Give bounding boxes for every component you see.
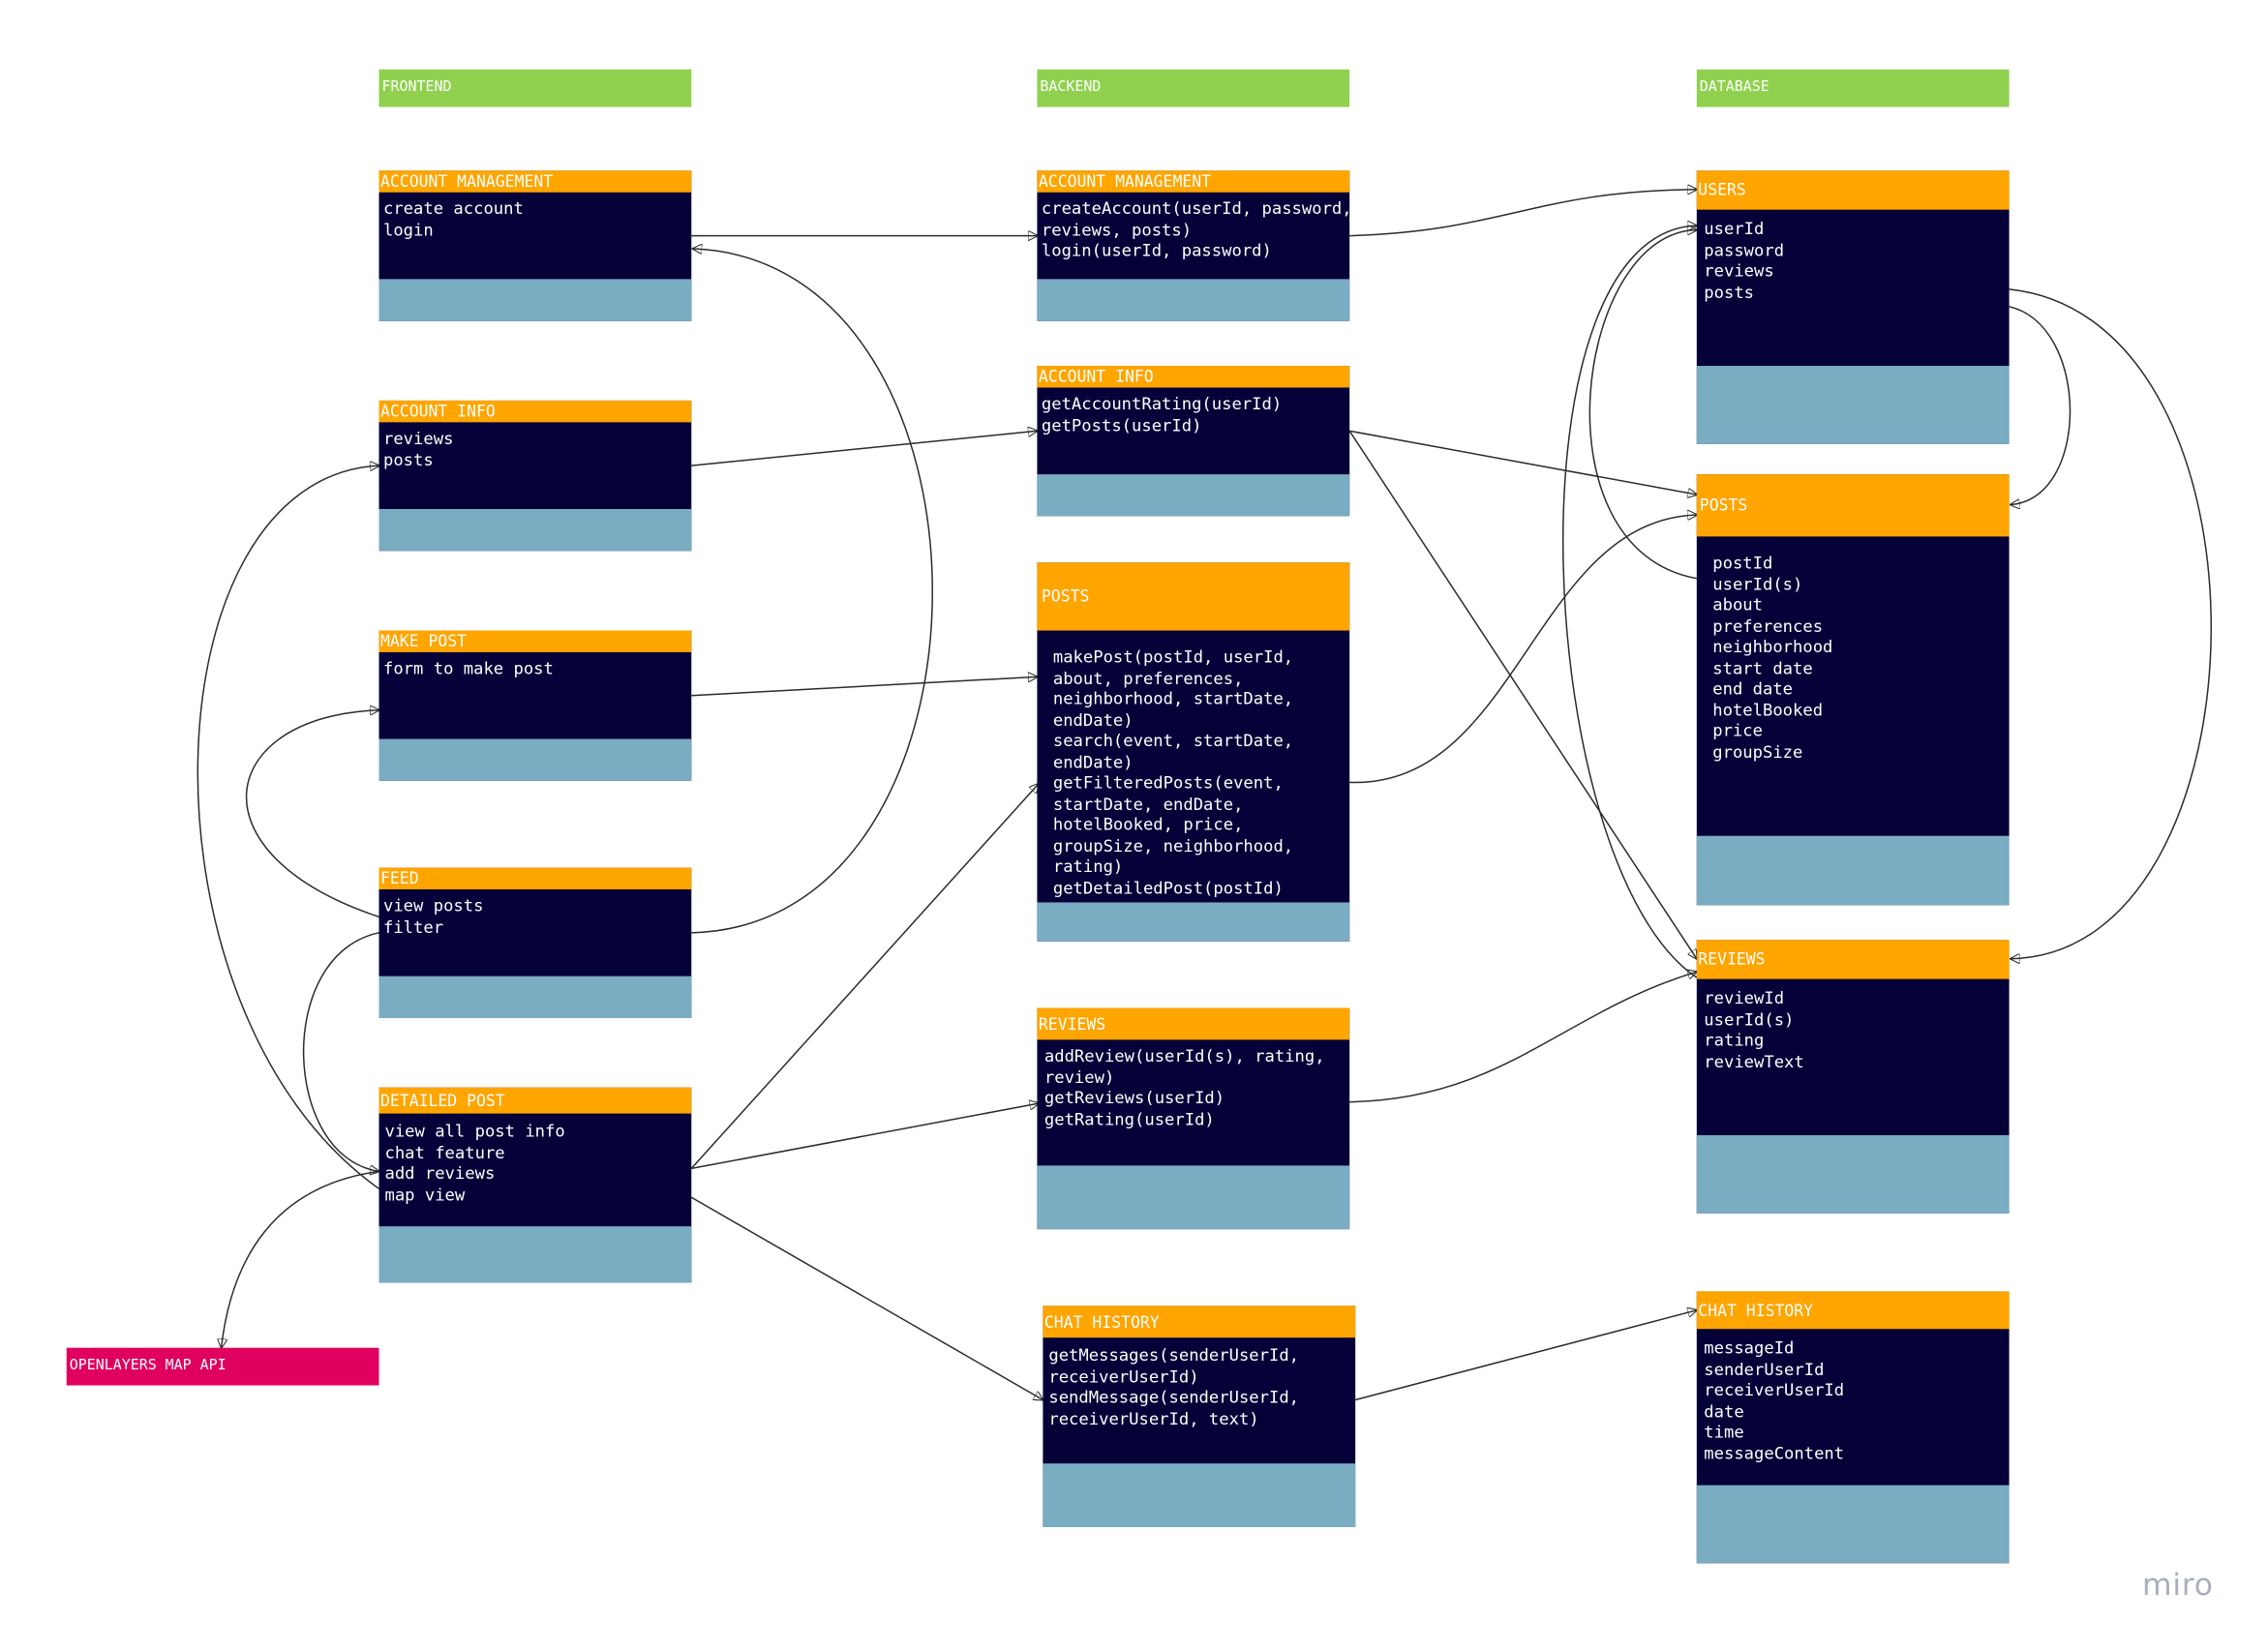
connector-feed-to-fe-account	[691, 249, 933, 934]
fe-make-post-body: form to make post	[382, 657, 554, 678]
be-reviews-footer	[1037, 1165, 1350, 1230]
be-account-info-title: ACCOUNT INFO	[1037, 366, 1350, 388]
be-reviews-body: addReview(userId(s), rating, review) get…	[1043, 1045, 1325, 1129]
fe-detailed-post-body: view all post info chat feature add revi…	[384, 1121, 565, 1205]
be-reviews-card[interactable]: REVIEWS addReview(userId(s), rating, rev…	[1037, 1007, 1350, 1230]
fe-account-info-footer	[378, 508, 692, 552]
be-account-info-body: getAccountRating(userId) getPosts(userId…	[1041, 393, 1283, 435]
fe-account-info-body: reviews posts	[382, 428, 454, 469]
connector-be-accountinfo-to-db-reviews	[1348, 430, 1697, 958]
be-posts-footer	[1037, 902, 1350, 942]
fe-account-info-card[interactable]: ACCOUNT INFO reviews posts	[378, 400, 692, 552]
connector-detailed-to-be-posts	[690, 784, 1039, 1169]
fe-make-post-card[interactable]: MAKE POST form to make post	[378, 630, 692, 781]
connector-db-reviews-to-db-users	[1562, 225, 1697, 978]
fe-detailed-post-card[interactable]: DETAILED POST view all post info chat fe…	[378, 1087, 692, 1283]
connector-be-reviews-to-db-reviews	[1349, 972, 1697, 1103]
db-users-footer	[1696, 366, 2010, 444]
connector-be-accountinfo-to-db-posts	[1349, 430, 1697, 495]
connector-fe-accountinfo-to-be-accountinfo	[691, 431, 1037, 466]
be-account-info-card[interactable]: ACCOUNT INFO getAccountRating(userId) ge…	[1037, 366, 1350, 517]
backend-column-header: BACKEND	[1037, 69, 1350, 107]
be-account-info-footer	[1037, 474, 1350, 517]
be-posts-body: makePost(postId, userId, about, preferen…	[1052, 645, 1294, 898]
connector-be-posts-to-db-posts	[1349, 515, 1697, 784]
fe-detailed-post-footer	[378, 1226, 692, 1283]
db-posts-body: postId userId(s) about preferences neigh…	[1712, 552, 1833, 762]
db-chat-history-footer	[1696, 1485, 2010, 1564]
db-posts-title: POSTS	[1696, 474, 2010, 537]
db-reviews-card[interactable]: REVIEWS reviewId userId(s) rating review…	[1696, 940, 2010, 1214]
connector-be-account-to-db-users	[1349, 190, 1697, 237]
connector-detailed-to-be-reviews	[691, 1103, 1039, 1170]
fe-make-post-footer	[378, 738, 692, 781]
connector-makepost-to-be-posts	[691, 676, 1037, 697]
db-users-title: USERS	[1696, 170, 2010, 210]
be-reviews-title: REVIEWS	[1037, 1007, 1350, 1040]
connector-be-chat-to-db-chat	[1354, 1310, 1697, 1401]
fe-feed-card[interactable]: FEED view posts filter	[378, 867, 692, 1018]
be-posts-card[interactable]: POSTS makePost(postId, userId, about, pr…	[1037, 562, 1350, 942]
db-reviews-title: REVIEWS	[1696, 940, 2010, 979]
be-chat-history-title: CHAT HISTORY	[1043, 1306, 1356, 1338]
miro-watermark: miro	[2142, 1567, 2214, 1603]
be-chat-history-footer	[1043, 1463, 1356, 1527]
fe-account-management-card[interactable]: ACCOUNT MANAGEMENT create account login	[378, 170, 692, 321]
db-users-card[interactable]: USERS userId password reviews posts	[1696, 170, 2010, 444]
fe-account-management-footer	[378, 279, 692, 321]
be-account-management-card[interactable]: ACCOUNT MANAGEMENT createAccount(userId,…	[1037, 170, 1352, 321]
connector-feed-to-makepost	[245, 710, 379, 918]
connector-db-users-to-db-posts	[2009, 306, 2071, 505]
be-chat-history-body: getMessages(senderUserId, receiverUserId…	[1048, 1344, 1300, 1428]
db-reviews-footer	[1696, 1135, 2010, 1214]
connector-db-users-to-db-reviews	[2009, 288, 2212, 959]
db-chat-history-body: messageId senderUserId receiverUserId da…	[1704, 1337, 1845, 1463]
db-chat-history-title: CHAT HISTORY	[1696, 1291, 2010, 1330]
be-account-management-title: ACCOUNT MANAGEMENT	[1037, 170, 1350, 193]
be-chat-history-card[interactable]: CHAT HISTORY getMessages(senderUserId, r…	[1043, 1306, 1356, 1527]
fe-account-info-title: ACCOUNT INFO	[378, 400, 692, 423]
openlayers-map-api-box[interactable]: OPENLAYERS MAP API	[66, 1347, 379, 1386]
db-chat-history-card[interactable]: CHAT HISTORY messageId senderUserId rece…	[1696, 1291, 2010, 1564]
fe-detailed-post-title: DETAILED POST	[378, 1087, 692, 1114]
fe-feed-footer	[378, 976, 692, 1018]
db-posts-footer	[1696, 835, 2010, 906]
connector-feed-to-detailed	[302, 932, 379, 1172]
be-account-management-body: createAccount(userId, password, reviews,…	[1041, 197, 1352, 260]
connector-db-posts-to-db-users	[1588, 230, 1696, 580]
fe-feed-body: view posts filter	[382, 894, 484, 937]
fe-account-management-title: ACCOUNT MANAGEMENT	[378, 170, 692, 193]
connector-detailed-to-fe-accountinfo	[197, 465, 378, 1189]
be-account-management-footer	[1037, 279, 1350, 321]
fe-account-management-body: create account login	[382, 197, 524, 240]
db-posts-card[interactable]: POSTS postId userId(s) about preferences…	[1696, 474, 2010, 906]
connector-detailed-to-be-chat	[690, 1196, 1043, 1399]
db-users-body: userId password reviews posts	[1704, 218, 1785, 302]
database-column-header: DATABASE	[1696, 69, 2010, 107]
fe-make-post-title: MAKE POST	[378, 630, 692, 652]
fe-feed-title: FEED	[378, 867, 692, 889]
frontend-column-header: FRONTEND	[378, 69, 692, 107]
be-posts-title: POSTS	[1037, 562, 1350, 631]
connector-detailed-to-map-api	[222, 1170, 379, 1347]
db-reviews-body: reviewId userId(s) rating reviewText	[1704, 987, 1804, 1071]
